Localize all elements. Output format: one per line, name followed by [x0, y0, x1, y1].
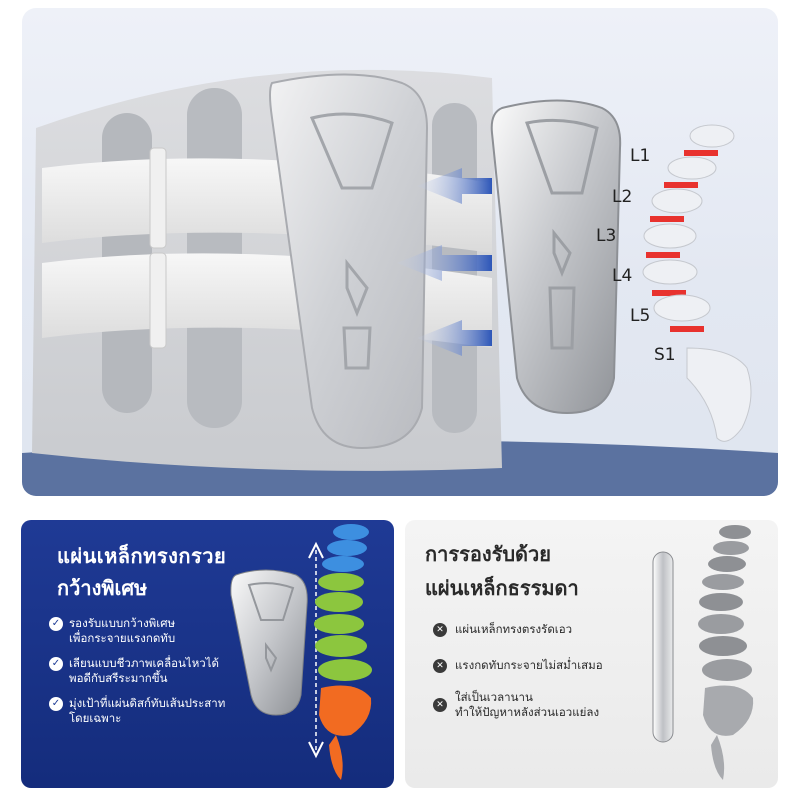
straight-plate-spine-illustration: [652, 525, 754, 780]
vertebra-label-l2: L2: [612, 187, 633, 207]
wide-steel-plate-panel: แผ่นเหล็กทรงกรวย กว้างพิเศษ ✓ รองรับแบบก…: [21, 520, 394, 788]
right-feature-1-line1: แผ่นเหล็กทรงตรงรัดเอว: [455, 622, 573, 636]
right-feature-3-line2: ทำให้ปัญหาหลังส่วนเอวแย่ลง: [455, 705, 600, 719]
left-feature-1-line2: เพื่อกระจายแรงกดทับ: [69, 631, 176, 645]
arrow-up-icon: [308, 541, 324, 559]
wide-steel-plate: [230, 569, 308, 716]
regular-steel-plate-panel: การรองรับด้วย แผ่นเหล็กธรรมดา ✕ แผ่นเหล็…: [405, 520, 778, 788]
wide-plate-spine-illustration: [230, 524, 372, 780]
lumbar-spine-illustration: [642, 124, 752, 442]
x-icon: ✕: [433, 698, 447, 712]
vertebra-label-l4: L4: [612, 266, 633, 286]
strap-buckle-lower: [149, 252, 167, 349]
arrow-lower: [417, 320, 492, 356]
left-panel-title-line1: แผ่นเหล็กทรงกรวย: [57, 544, 227, 568]
left-feature-1: ✓ รองรับแบบกว้างพิเศษ เพื่อกระจายแรงกดทั…: [49, 616, 249, 646]
right-panel-title-line2: แผ่นเหล็กธรรมดา: [425, 576, 579, 600]
vertebra-label-s1: S1: [654, 345, 676, 365]
plate-emboss-mid: [345, 258, 369, 318]
vertebra-label-l1: L1: [630, 146, 651, 166]
left-feature-3-line2: โดยเฉพาะ: [69, 711, 122, 725]
right-feature-2: ✕ แรงกดทับกระจายไม่สม่ำเสมอ: [433, 658, 653, 673]
x-icon: ✕: [433, 659, 447, 673]
insert-emboss-mid: [552, 228, 572, 278]
lumbar-brace-illustration: [22, 69, 778, 496]
arrow-upper: [417, 168, 492, 204]
right-feature-3-line1: ใส่เป็นเวลานาน: [455, 690, 533, 704]
left-feature-2: ✓ เลียนแบบชีวภาพเคลื่อนไหวได้ พอดีกับสรี…: [49, 656, 249, 686]
left-feature-3-line1: มุ่งเป้าที่แผ่นดิสก์ทับเส้นประสาท: [69, 696, 226, 710]
left-panel-title-line2: กว้างพิเศษ: [57, 576, 148, 600]
insert-emboss-top: [525, 118, 599, 195]
check-icon: ✓: [49, 657, 63, 671]
left-feature-1-line1: รองรับแบบกว้างพิเศษ: [69, 616, 176, 630]
left-feature-2-line1: เลียนแบบชีวภาพเคลื่อนไหวได้: [69, 656, 219, 670]
check-icon: ✓: [49, 617, 63, 631]
left-feature-2-line2: พอดีกับสรีระมากขึ้น: [69, 671, 168, 685]
central-plate: [269, 73, 429, 450]
x-icon: ✕: [433, 623, 447, 637]
arrow-middle: [397, 245, 492, 281]
plate-emboss-top: [309, 112, 394, 190]
left-feature-3: ✓ มุ่งเป้าที่แผ่นดิสก์ทับเส้นประสาท โดยเ…: [49, 696, 249, 726]
right-feature-1: ✕ แผ่นเหล็กทรงตรงรัดเอว: [433, 622, 653, 637]
right-feature-3: ✕ ใส่เป็นเวลานาน ทำให้ปัญหาหลังส่วนเอวแย…: [433, 690, 653, 720]
hero-banner: L1 L2 L3 L4 L5 S1: [22, 8, 778, 496]
straight-steel-plate: [652, 551, 674, 743]
grey-spine: [698, 525, 754, 780]
vertebra-label-l5: L5: [630, 306, 651, 326]
strap-buckle-upper: [149, 147, 167, 249]
colored-spine: [314, 524, 372, 780]
plate-emboss-bottom: [342, 326, 372, 370]
right-panel-title-line1: การรองรับด้วย: [425, 542, 551, 566]
arrow-down-icon: [308, 741, 324, 759]
check-icon: ✓: [49, 697, 63, 711]
right-feature-2-line1: แรงกดทับกระจายไม่สม่ำเสมอ: [455, 658, 603, 672]
vertebra-label-l3: L3: [596, 226, 617, 246]
insert-emboss-bottom: [548, 286, 576, 350]
